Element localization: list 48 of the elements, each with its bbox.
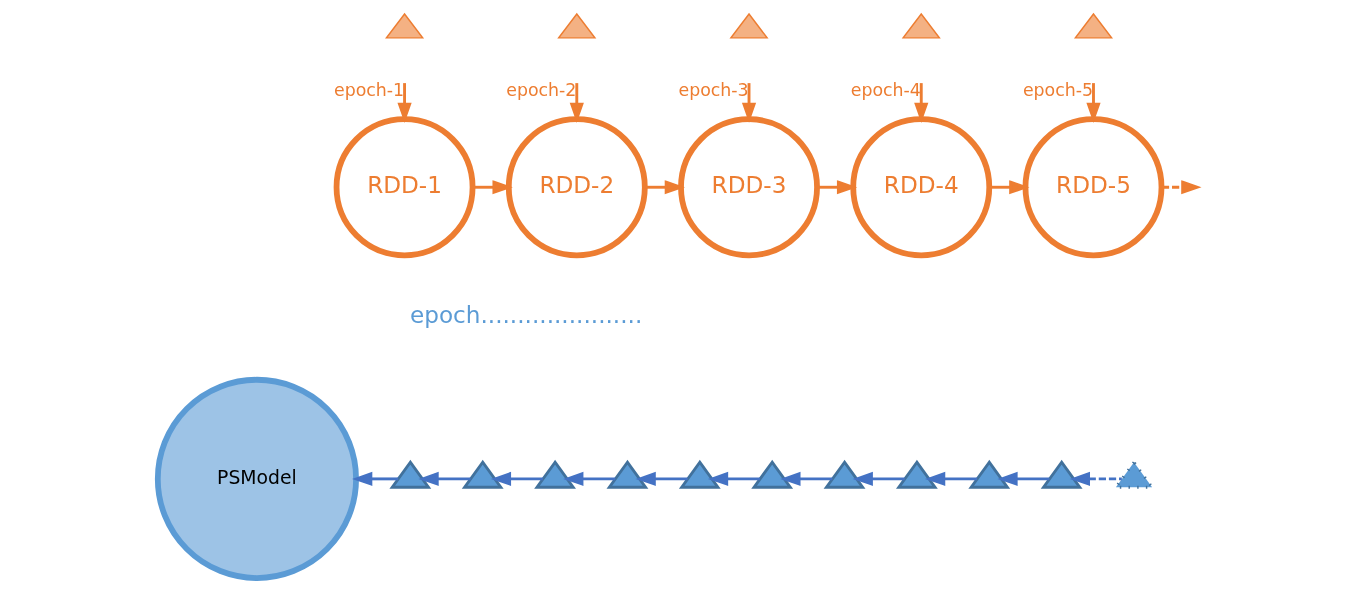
node-circle: RDD-1: [333, 116, 475, 259]
node-triangle: [388, 459, 431, 489]
arrow: [644, 180, 685, 195]
arrow: [989, 180, 1029, 195]
node-circle: RDD-3: [677, 116, 820, 259]
arrow: [351, 471, 398, 486]
node-triangle: [728, 12, 769, 39]
arrow: [635, 471, 688, 486]
arrow: [707, 471, 760, 486]
edge-label: epoch-4: [850, 79, 921, 100]
edge-label: epoch-1: [333, 79, 404, 100]
arrow: [1085, 83, 1101, 124]
arrow: [924, 471, 977, 486]
node-triangle: [606, 459, 648, 489]
node-triangle: [901, 12, 941, 39]
arrow: [779, 471, 832, 486]
node-triangle: [967, 459, 1010, 489]
arrow: [1069, 471, 1122, 486]
arrow: [817, 180, 857, 195]
node-triangle: [823, 459, 865, 489]
node-triangle: [533, 459, 576, 489]
arrow: [569, 83, 584, 124]
node-circle: PSModel: [154, 376, 359, 581]
node-triangle: [1073, 12, 1113, 39]
label: epoch......................: [409, 302, 642, 329]
arrow: [913, 83, 928, 124]
node-triangle: [678, 459, 721, 489]
node-triangle: [1040, 459, 1083, 489]
node-circle: RDD-4: [849, 116, 992, 259]
arrow: [1161, 180, 1201, 195]
node-triangle: [461, 459, 504, 489]
arrow: [396, 83, 412, 124]
node-triangle: [895, 459, 938, 489]
node-triangle: [750, 459, 793, 489]
arrow: [472, 180, 513, 195]
node-circle: RDD-5: [1022, 116, 1164, 259]
arrow: [996, 471, 1049, 486]
edge-label: epoch-2: [505, 79, 576, 100]
node-circle: RDD-2: [505, 116, 648, 259]
arrow: [490, 471, 543, 486]
arrow: [417, 471, 471, 486]
node-triangle: [384, 12, 424, 39]
node-triangle: [556, 12, 596, 39]
arrow: [562, 471, 615, 486]
arrow: [741, 83, 756, 124]
edge-label: epoch-3: [677, 79, 749, 100]
arrow: [852, 471, 905, 486]
edge-label: epoch-5: [1022, 79, 1093, 100]
